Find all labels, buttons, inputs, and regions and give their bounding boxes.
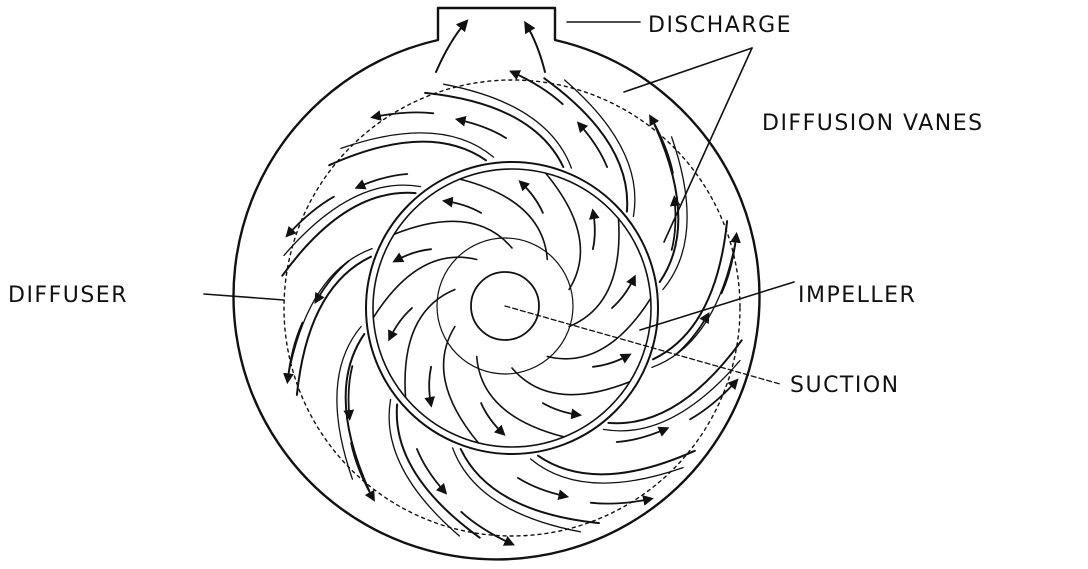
flow-arrow [612,278,634,309]
flow-arrow [512,72,563,104]
flow-arrow [429,367,431,405]
diffusion-vane [425,93,563,167]
flow-arrow [579,124,607,167]
discharge-flow-arrow-right [526,24,545,72]
impeller-shroud-outer [366,162,658,454]
impeller-blade [547,298,650,359]
flow-arrow [593,355,629,367]
diffusion-vane-edge [284,185,421,255]
flow-arrow [518,478,566,497]
impeller-blade [546,173,581,289]
pump-casing [233,8,759,559]
flow-arrow [591,499,651,504]
impeller-blade [460,179,547,259]
diffusion-vane-edge [565,80,635,217]
label-impeller: IMPELLER [798,283,916,308]
flow-arrow [395,249,431,261]
diffusion-vane-edge [389,400,459,537]
impeller-blades [373,173,650,443]
impeller-blade [477,357,564,437]
flow-arrow [481,403,503,434]
label-suction: SUCTION [790,373,900,398]
diffusion-vane [461,449,599,523]
diffusion-vane-edge [531,459,684,483]
diffusion-vane-edge [288,249,372,377]
impeller-blade [373,257,476,318]
diffuser-ring [284,80,740,536]
flow-arrow [543,403,579,415]
flow-arrow [390,308,412,339]
diffusion-vane [297,257,371,395]
impeller-shroud-inner [373,169,651,447]
discharge-flow-arrow-left [436,22,466,72]
label-diffusion-vanes: DIFFUSION VANES [762,111,984,136]
flow-arrow [349,366,353,418]
diffusion-vane-edge [604,361,741,431]
impeller-blade [512,368,630,395]
diffuser-leader-line [204,294,284,300]
diffusion-vanes-leader-1 [624,48,752,92]
diffusion-vane-edge [341,133,494,157]
label-discharge: DISCHARGE [648,13,792,38]
flow-arrow [445,201,481,213]
flow-arrow [373,112,433,117]
flow-arrow [675,315,708,355]
flow-arrow [417,449,445,492]
flow-arrow [461,512,512,544]
flow-arrow [593,212,595,250]
impeller-blade [394,221,512,248]
diffusion-vane-edge [444,84,572,168]
flow-arrow [690,381,736,419]
flow-arrow [316,261,349,301]
flow-arrow [458,120,506,139]
flow-arrow [288,197,334,235]
diffusion-vanes-leader-2 [664,48,752,242]
label-diffuser: DIFFUSER [8,283,128,308]
diffusion-vane-edge [453,448,581,532]
flow-arrow [521,182,543,213]
